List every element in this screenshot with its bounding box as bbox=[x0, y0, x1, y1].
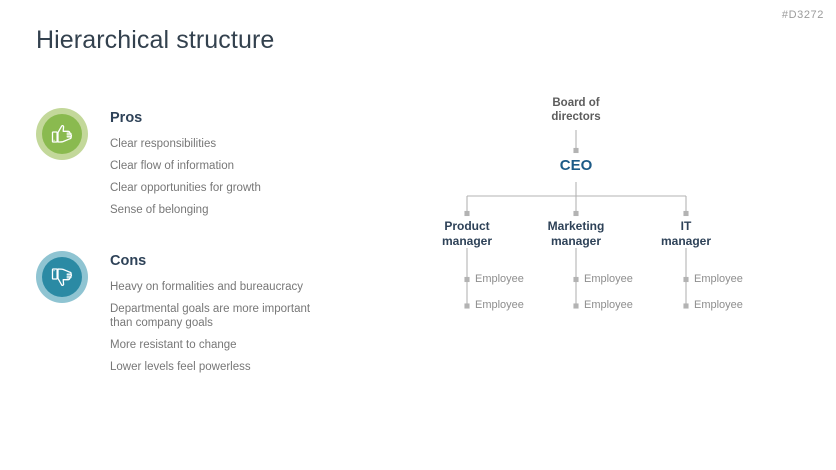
org-node-marketing-manager-line1: Marketing bbox=[547, 219, 605, 233]
org-node-employee: Employee bbox=[694, 299, 743, 311]
org-node-employee: Employee bbox=[475, 299, 524, 311]
pros-body: Pros Clear responsibilities Clear flow o… bbox=[110, 108, 396, 217]
org-node-board: Board of directors bbox=[551, 96, 600, 124]
cons-bullet-3: More resistant to change bbox=[110, 339, 237, 351]
thumbs-up-glyph bbox=[51, 124, 73, 143]
org-node-it-manager-line1: IT bbox=[680, 219, 692, 233]
thumbs-down-glyph bbox=[51, 268, 73, 287]
slide-code: #D3272 bbox=[781, 9, 824, 21]
org-node-employee: Employee bbox=[475, 273, 524, 285]
cons-icon-ring bbox=[42, 257, 82, 297]
pros-bullet-4: Sense of belonging bbox=[110, 204, 209, 216]
org-node-it-manager: IT manager bbox=[661, 219, 711, 249]
cons-bullet-2: Departmental goals are more important th… bbox=[110, 303, 311, 329]
org-node-board-line1: Board of bbox=[552, 97, 600, 109]
pros-bullet-1: Clear responsibilities bbox=[110, 138, 217, 150]
cons-bullet-1: Heavy on formalities and bureaucracy bbox=[110, 281, 304, 293]
cons-heading: Cons bbox=[110, 253, 147, 269]
org-node-marketing-manager: Marketing manager bbox=[548, 219, 605, 249]
pros-block: Pros Clear responsibilities Clear flow o… bbox=[36, 108, 396, 217]
cons-block: Cons Heavy on formalities and bureaucrac… bbox=[36, 251, 396, 374]
org-node-marketing-manager-line2: manager bbox=[550, 234, 602, 248]
org-node-employee: Employee bbox=[584, 273, 633, 285]
org-node-ceo: CEO bbox=[559, 157, 593, 174]
pros-bullet-2: Clear flow of information bbox=[110, 160, 234, 172]
pros-icon-ring bbox=[42, 114, 82, 154]
pros-cons-panel: Pros Clear responsibilities Clear flow o… bbox=[36, 108, 396, 400]
pros-heading: Pros bbox=[110, 110, 143, 126]
org-node-product-manager: Product manager bbox=[442, 219, 492, 249]
org-node-product-manager-line2: manager bbox=[441, 234, 493, 248]
org-chart-connectors bbox=[464, 130, 689, 309]
org-node-product-manager-line1: Product bbox=[444, 219, 490, 233]
cons-body: Cons Heavy on formalities and bureaucrac… bbox=[110, 251, 396, 374]
thumbs-up-icon bbox=[36, 108, 88, 160]
page-title: Hierarchical structure bbox=[36, 26, 275, 54]
cons-bullet-4: Lower levels feel powerless bbox=[110, 361, 251, 373]
pros-bullet-3: Clear opportunities for growth bbox=[110, 182, 261, 194]
org-node-board-line2: directors bbox=[551, 111, 601, 123]
org-node-it-manager-line2: manager bbox=[660, 234, 712, 248]
thumbs-down-icon bbox=[36, 251, 88, 303]
org-node-employee: Employee bbox=[694, 273, 743, 285]
org-node-employee: Employee bbox=[584, 299, 633, 311]
org-chart: Board of directors CEO Product manager M… bbox=[420, 86, 820, 326]
